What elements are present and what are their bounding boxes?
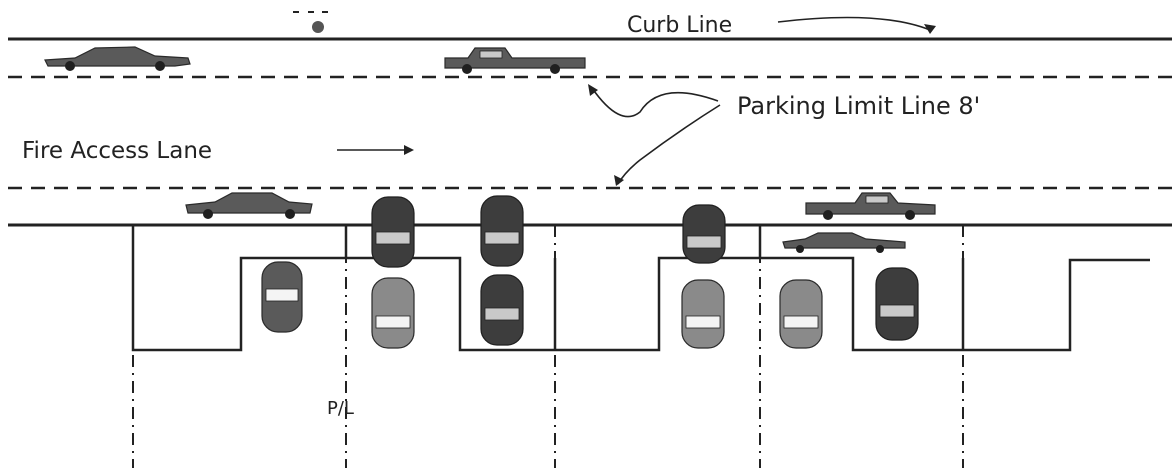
parked-car-top-view bbox=[681, 279, 725, 349]
parked-car-top-view bbox=[480, 195, 524, 267]
curb-line-label: Curb Line bbox=[627, 13, 732, 38]
sedan-side-view-top-left bbox=[44, 46, 191, 71]
curb-line-arrow bbox=[777, 16, 936, 34]
parked-car-top-view bbox=[261, 261, 303, 333]
parked-car-top-view bbox=[875, 267, 919, 341]
parked-car-top-view bbox=[779, 279, 823, 349]
fire-lane-direction-arrow bbox=[337, 145, 414, 155]
pickup-truck-top-center bbox=[444, 47, 586, 74]
parked-car-top-view bbox=[682, 204, 726, 264]
property-line-label: P/L bbox=[327, 398, 354, 419]
fire-access-lane-label: Fire Access Lane bbox=[22, 138, 212, 164]
parking-limit-line-label: Parking Limit Line 8' bbox=[737, 92, 980, 120]
sedan-side-view-right-lot bbox=[782, 232, 906, 253]
parking-limit-arrow-upper bbox=[588, 84, 719, 118]
property-lines bbox=[132, 225, 964, 468]
top-marks bbox=[293, 11, 328, 33]
parked-car-top-view bbox=[480, 274, 524, 346]
pickup-truck-lower-right bbox=[805, 192, 936, 220]
parking-limit-arrow-lower bbox=[614, 104, 721, 186]
parked-car-top-view bbox=[371, 196, 415, 268]
sedan-side-view-lower-left bbox=[185, 192, 313, 219]
parked-car-top-view bbox=[371, 277, 415, 349]
manhole-icon bbox=[312, 21, 324, 33]
